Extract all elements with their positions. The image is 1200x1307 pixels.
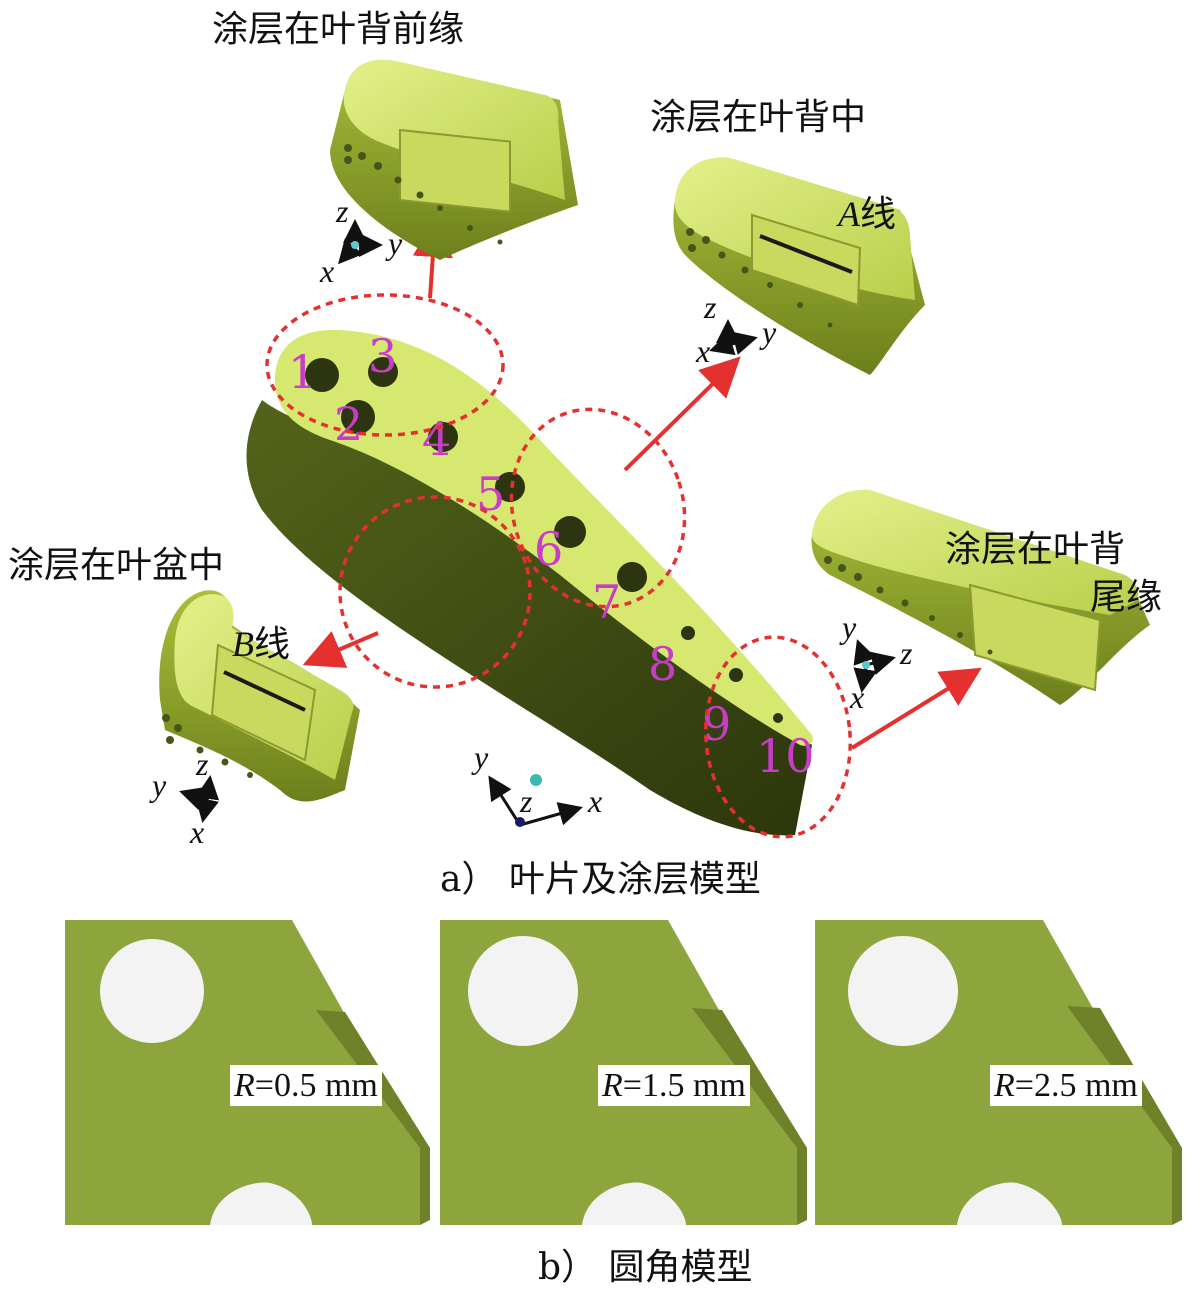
line-a-letter: A — [838, 194, 860, 234]
hole-number-3: 3 — [368, 329, 397, 383]
axis-x-middle: x — [695, 333, 710, 369]
fillet-label-1: R=0.5 mm — [230, 1065, 382, 1107]
fillet-symbol-1: R — [234, 1067, 255, 1104]
axis-y-leading: y — [385, 225, 403, 261]
inset-trailing-edge — [811, 489, 1150, 705]
highlight-regions — [265, 293, 853, 839]
axis-triad-pressure — [179, 775, 220, 823]
region-trailing-edge — [703, 635, 853, 839]
axis-y-trailing: y — [839, 609, 857, 645]
axis-x-leading: x — [319, 253, 334, 289]
line-b-suffix: 线 — [254, 624, 291, 665]
axis-x-global: x — [587, 783, 602, 819]
axis-x-pressure: x — [189, 814, 204, 850]
fillet-label-3: R=2.5 mm — [990, 1065, 1142, 1107]
line-a-suffix: 线 — [860, 194, 897, 235]
hole-number-labels: 1 2 3 4 5 6 7 8 9 10 — [288, 329, 815, 783]
inset-suction-middle — [673, 157, 925, 375]
inset-pressure-middle — [159, 590, 360, 802]
axis-triad-global — [488, 774, 583, 827]
caption-a: a） 叶片及涂层模型 — [440, 859, 761, 900]
hole-number-8: 8 — [648, 637, 677, 691]
fillet-value-3: =2.5 mm — [1014, 1067, 1138, 1104]
fillet-symbol-3: R — [994, 1067, 1015, 1104]
film-holes — [305, 357, 783, 723]
callout-suction-leading: 涂层在叶背前缘 — [212, 9, 465, 50]
inset-leading-edge — [330, 59, 578, 260]
fillet-value-1: =0.5 mm — [254, 1067, 378, 1104]
callout-line-a: A线 — [838, 196, 896, 233]
hole-number-1: 1 — [288, 345, 317, 399]
hole-number-10: 10 — [756, 729, 815, 783]
axis-y-global: y — [471, 739, 489, 775]
axis-triad-middle — [709, 319, 758, 356]
axis-x-trailing: x — [849, 679, 864, 715]
hole-number-5: 5 — [476, 467, 505, 521]
axis-y-middle: y — [759, 314, 777, 350]
axis-z-middle: z — [703, 289, 717, 325]
region-suction-middle — [509, 407, 687, 609]
hole-number-2: 2 — [334, 397, 363, 451]
axis-triad-leading — [338, 219, 383, 265]
fillet-symbol-2: R — [602, 1067, 623, 1104]
callout-suction-trailing-2: 尾缘 — [1090, 577, 1163, 618]
axis-z-leading: z — [335, 193, 349, 229]
region-pressure-middle — [338, 495, 532, 689]
line-b-letter: B — [232, 624, 254, 664]
caption-b: b） 圆角模型 — [538, 1247, 753, 1288]
axis-z-global: z — [519, 783, 533, 819]
arrow-to-pressure — [302, 631, 379, 668]
fillet-value-2: =1.5 mm — [622, 1067, 746, 1104]
axis-y-pressure: y — [149, 767, 167, 803]
hole-number-7: 7 — [592, 575, 621, 629]
callout-suction-middle: 涂层在叶背中 — [650, 97, 867, 138]
axis-triad-trailing — [853, 639, 896, 693]
axis-z-pressure: z — [195, 746, 209, 782]
axis-z-trailing: z — [899, 635, 913, 671]
arrow-to-middle — [623, 356, 741, 472]
blade-top-face — [275, 329, 813, 746]
arrow-to-trailing — [850, 667, 982, 750]
fillet-label-2: R=1.5 mm — [598, 1065, 750, 1107]
callout-pressure-middle: 涂层在叶盆中 — [8, 545, 225, 586]
hole-number-4: 4 — [422, 412, 451, 466]
hole-number-6: 6 — [534, 522, 563, 576]
callout-suction-trailing-1: 涂层在叶背 — [945, 529, 1126, 570]
callout-line-b: B线 — [232, 626, 290, 663]
region-leading-edge — [265, 293, 505, 437]
